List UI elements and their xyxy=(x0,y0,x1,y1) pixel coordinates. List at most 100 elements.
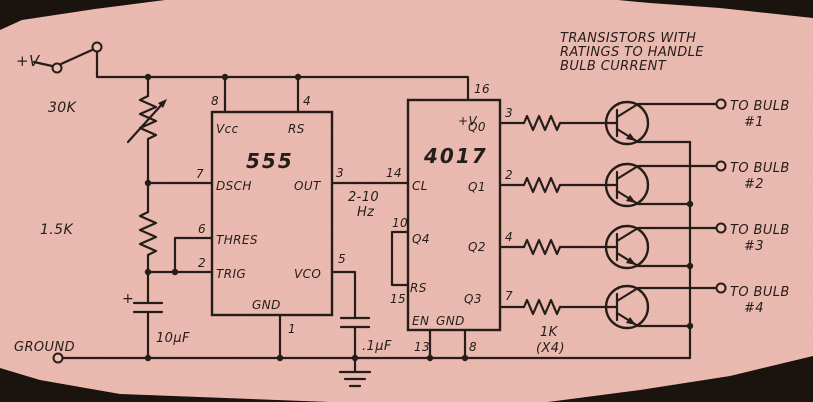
bulb-label-2-line2: #2 xyxy=(744,177,764,192)
ground-rail xyxy=(52,313,692,364)
junction-dot xyxy=(144,179,152,187)
transistor-body xyxy=(604,162,650,208)
ic4017-pin13-label: EN xyxy=(412,314,429,328)
ic555-pin4-label: RS xyxy=(288,122,305,136)
ic555-body xyxy=(210,110,334,317)
bulb-label-4-line1: TO BULB xyxy=(730,285,790,300)
corner-artifact-top-right xyxy=(618,0,813,18)
ic555-pin2-label: TRIG xyxy=(216,267,246,281)
junction-dot xyxy=(144,73,152,81)
corner-artifact-bottom-right xyxy=(548,356,813,402)
q4-reset-jumper xyxy=(390,230,410,287)
bulb-label-1-line1: TO BULB xyxy=(730,99,790,114)
junction-dot xyxy=(461,354,469,362)
junction-dot xyxy=(426,354,434,362)
resistor-zigzag xyxy=(138,210,158,257)
ic555-pin1-label: GND xyxy=(252,298,281,312)
bulb-terminal-3 xyxy=(715,222,727,234)
ic555-pin7-num: 7 xyxy=(196,167,204,181)
emitter-arrow xyxy=(626,195,636,203)
transistor-body xyxy=(604,224,650,270)
frequency-label-line2: Hz xyxy=(357,205,375,220)
junction-dot xyxy=(294,73,302,81)
bulb-label-4-line2: #4 xyxy=(744,301,764,316)
base-resistor xyxy=(522,114,562,132)
emitter-arrow xyxy=(626,257,636,265)
ic4017-pin4-num: 4 xyxy=(505,230,513,244)
ic4017-pin4-label: Q2 xyxy=(468,240,486,254)
timing-wires xyxy=(146,181,214,274)
bulb-label-2-line1: TO BULB xyxy=(730,161,790,176)
capacitor-10uf xyxy=(132,301,164,360)
ic4017-pin7-label: Q3 xyxy=(464,292,482,306)
transistor-note-line2: RATINGS TO HANDLE xyxy=(560,45,704,60)
bulb-terminal-4 xyxy=(715,282,727,294)
ic4017-pin7-num: 7 xyxy=(505,289,513,303)
corner-artifact-bottom-left xyxy=(0,368,330,402)
ic555-pin6-num: 6 xyxy=(198,222,206,236)
output-stage-1 xyxy=(498,98,727,146)
resistor-zigzag xyxy=(138,94,158,141)
potentiometer-arrow-shaft xyxy=(126,100,166,144)
ground-label: GROUND xyxy=(14,340,75,355)
ic4017-pin16-num: 16 xyxy=(474,82,490,96)
collector-wire xyxy=(615,226,718,243)
base-resistor xyxy=(522,176,562,194)
junction-dot xyxy=(144,268,152,276)
jumper-wire xyxy=(390,230,410,287)
bulb-label-1-line2: #1 xyxy=(744,115,764,130)
ic4017-pin10-label: Q4 xyxy=(412,232,430,246)
junction-dot xyxy=(171,268,179,276)
vplus-label: +V xyxy=(16,52,41,70)
ic555-pin8-num: 8 xyxy=(211,94,219,108)
ic4017-pin3-label: Q0 xyxy=(468,120,486,134)
base-resistor xyxy=(522,238,562,256)
power-rail xyxy=(95,50,470,114)
ic555-name: 555 xyxy=(246,149,294,173)
ic4017-pin14-num: 14 xyxy=(386,166,402,180)
ic4017-pin2-label: Q1 xyxy=(468,180,486,194)
bulb-terminal-2 xyxy=(715,160,727,172)
transistor-note-line1: TRANSISTORS WITH xyxy=(560,31,696,46)
ic4017-pin15-num: 15 xyxy=(390,292,406,306)
switch-arm xyxy=(59,48,94,66)
vco-wire xyxy=(330,270,357,320)
ic555-pin5-num: 5 xyxy=(338,252,346,266)
ic555-pin5-label: VCO xyxy=(294,267,321,281)
emitter-wire xyxy=(615,127,692,144)
thres-wire xyxy=(173,236,214,274)
c2-value-label: .1μF xyxy=(362,339,392,354)
output-stage-3 xyxy=(498,222,727,270)
ic555-pin7-label: DSCH xyxy=(216,179,252,193)
junction-dots xyxy=(144,73,694,362)
vplus-rail-wire xyxy=(95,50,470,102)
capacitor-0p1uf xyxy=(330,270,372,388)
collector-wire xyxy=(615,286,718,303)
transistor-note-line3: BULB CURRENT xyxy=(560,59,667,74)
ic4017-name: 4017 xyxy=(423,144,488,168)
c1-polarity-label: + xyxy=(122,291,134,307)
ic555-pin3-label: OUT xyxy=(294,179,322,193)
emitter-arrow xyxy=(626,133,636,141)
frequency-label-line1: 2-10 xyxy=(348,190,379,205)
switch-terminal-a xyxy=(51,62,63,74)
c1-value-label: 10μF xyxy=(156,331,190,346)
ic4017-pin10-num: 10 xyxy=(392,216,408,230)
bulb-terminal-1 xyxy=(715,98,727,110)
emitter-wire xyxy=(615,251,692,268)
ic4017-pin8-num: 8 xyxy=(469,340,477,354)
emitter-wire xyxy=(615,189,692,206)
base-resistor-value-label: 1K xyxy=(540,325,559,340)
junction-dot xyxy=(686,322,694,330)
ic4017-pin8-label: GND xyxy=(436,314,465,328)
ic4017-pin16-label: +V xyxy=(458,114,477,128)
junction-dot xyxy=(276,354,284,362)
ic555-pin8-label: Vcc xyxy=(216,122,239,136)
junction-dot xyxy=(221,73,229,81)
emitter-arrow xyxy=(626,317,636,325)
ic555-pin1-num: 1 xyxy=(288,322,296,336)
